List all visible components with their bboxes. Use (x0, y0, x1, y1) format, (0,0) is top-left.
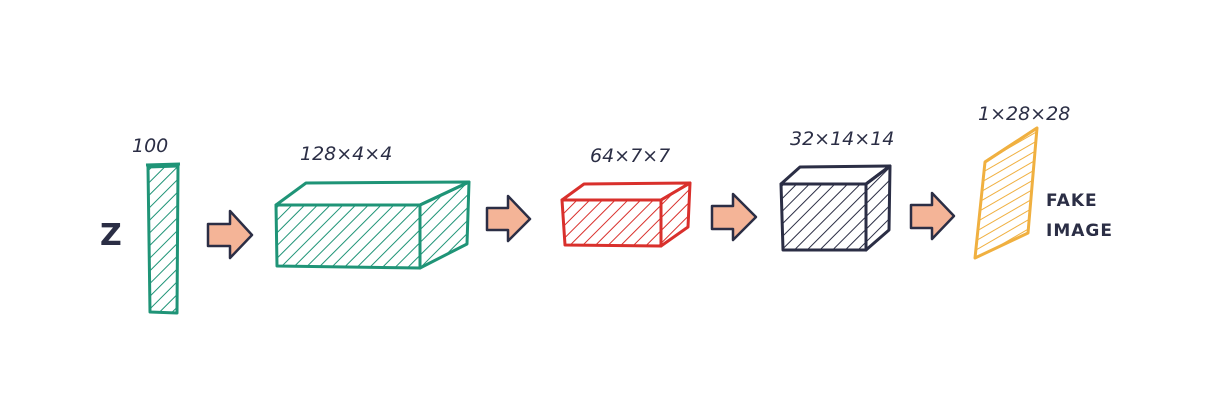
output-label-line1: FAKE (1046, 191, 1098, 211)
output-dim-label: 1×28×28 (978, 103, 1070, 125)
feature-block-32x14x14 (779, 164, 892, 252)
output-image-slab (973, 126, 1039, 260)
latent-vector (145, 162, 181, 315)
feature-block-128x4x4 (274, 180, 471, 270)
block1-dim-label: 128×4×4 (300, 143, 392, 165)
latent-dim-label: 100 (132, 135, 168, 157)
block2-dim-label: 64×7×7 (590, 145, 670, 167)
flow-arrow-3 (710, 192, 758, 242)
flow-arrow-4 (909, 191, 956, 241)
output-label-line2: IMAGE (1046, 221, 1113, 241)
flow-arrow-2 (485, 194, 532, 243)
feature-block-64x7x7 (560, 181, 692, 248)
block3-dim-label: 32×14×14 (790, 128, 894, 150)
input-z-label: Z (100, 218, 122, 253)
flow-arrow-1 (206, 209, 254, 260)
